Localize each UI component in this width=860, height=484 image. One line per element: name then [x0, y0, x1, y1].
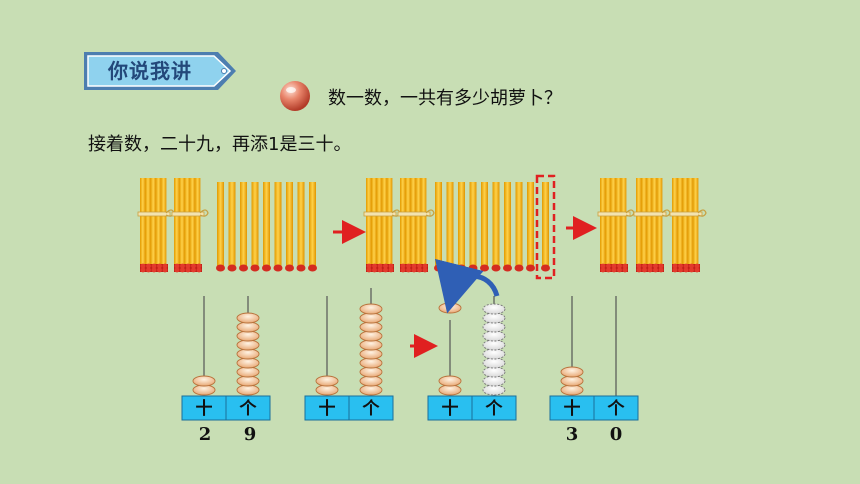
abacus-3: 十个: [427, 296, 517, 421]
bead: [560, 384, 584, 396]
bead: [482, 321, 506, 333]
tens-label: 十: [196, 398, 213, 419]
single-stick: [273, 182, 283, 272]
bead: [236, 348, 260, 360]
single-stick: [216, 182, 225, 272]
bead: [482, 375, 506, 387]
ball-icon: [279, 80, 311, 112]
bead: [236, 375, 260, 387]
stick-bundle: [397, 178, 435, 273]
single-stick: [296, 182, 306, 272]
stick-bundle: [633, 178, 671, 273]
bead: [315, 384, 339, 396]
carry-arrow-icon: [435, 258, 500, 314]
bead: [359, 384, 383, 396]
bead: [560, 366, 584, 378]
single-stick: [308, 182, 317, 272]
single-stick: [285, 182, 294, 272]
question-text: 数一数，一共有多少胡萝卜？: [328, 88, 562, 109]
single-stick: [514, 182, 524, 272]
bead: [482, 339, 506, 351]
abacus-1: 十个: [181, 296, 271, 421]
digit-ones-1: 9: [243, 424, 257, 445]
ones-label: 个: [239, 398, 258, 419]
bead: [236, 357, 260, 369]
single-stick: [491, 182, 501, 272]
bead: [438, 375, 462, 387]
tens-label: 十: [442, 398, 459, 419]
bead: [359, 366, 383, 378]
abaci: 十个十个十个十个: [181, 288, 639, 421]
digit-ones-4: 0: [609, 424, 623, 445]
single-stick: [445, 182, 455, 272]
bead: [560, 375, 584, 387]
bead: [359, 330, 383, 342]
bead: [359, 357, 383, 369]
tens-label: 十: [319, 398, 336, 419]
stick-group-1: [137, 178, 317, 273]
bead: [482, 312, 506, 324]
bead: [359, 375, 383, 387]
stick-group-3: [597, 178, 707, 273]
bead: [359, 312, 383, 324]
single-stick: [503, 182, 512, 272]
single-stick: [239, 182, 248, 272]
ones-label: 个: [362, 398, 381, 419]
stick-bundle: [669, 178, 707, 273]
stick-group-2: [363, 178, 550, 273]
bead: [482, 357, 506, 369]
abacus-2: 十个: [304, 288, 394, 421]
bead: [192, 375, 216, 387]
tens-label: 十: [564, 398, 581, 419]
digit-tens-1: 2: [198, 424, 212, 445]
explanation-text: 接着数，二十九，再添1是三十。: [88, 134, 352, 155]
bead: [236, 384, 260, 396]
ones-label: 个: [607, 398, 626, 419]
bead: [236, 321, 260, 333]
ones-label: 个: [485, 398, 504, 419]
bead: [359, 321, 383, 333]
bead: [482, 348, 506, 360]
bead: [315, 375, 339, 387]
bead: [236, 366, 260, 378]
bead: [236, 330, 260, 342]
single-stick: [480, 182, 489, 272]
stick-bundle: [137, 178, 175, 273]
bead: [192, 384, 216, 396]
bead: [359, 348, 383, 360]
bead: [482, 384, 506, 396]
digit-tens-4: 3: [565, 424, 579, 445]
bead: [438, 302, 462, 314]
single-stick: [250, 182, 260, 272]
bead: [438, 384, 462, 396]
stick-bundle: [597, 178, 635, 273]
bead: [359, 303, 383, 315]
stick-groups: [137, 178, 707, 273]
stick-bundle: [171, 178, 209, 273]
single-stick: [526, 182, 535, 272]
single-stick: [468, 182, 478, 272]
single-stick: [541, 182, 550, 272]
single-stick: [457, 182, 466, 272]
single-stick: [262, 182, 271, 272]
single-stick: [434, 182, 443, 272]
single-stick: [227, 182, 237, 272]
stick-bundle: [363, 178, 401, 273]
badge-label: 你说我讲: [108, 59, 192, 83]
added-stick-highlight: [535, 174, 556, 280]
abacus-4: 十个: [549, 296, 639, 421]
bead: [359, 339, 383, 351]
bead: [236, 312, 260, 324]
section-badge: 你说我讲: [80, 50, 238, 92]
bead: [482, 303, 506, 315]
bead: [482, 330, 506, 342]
bead: [236, 339, 260, 351]
bead: [482, 366, 506, 378]
badge-shape: [84, 52, 236, 90]
